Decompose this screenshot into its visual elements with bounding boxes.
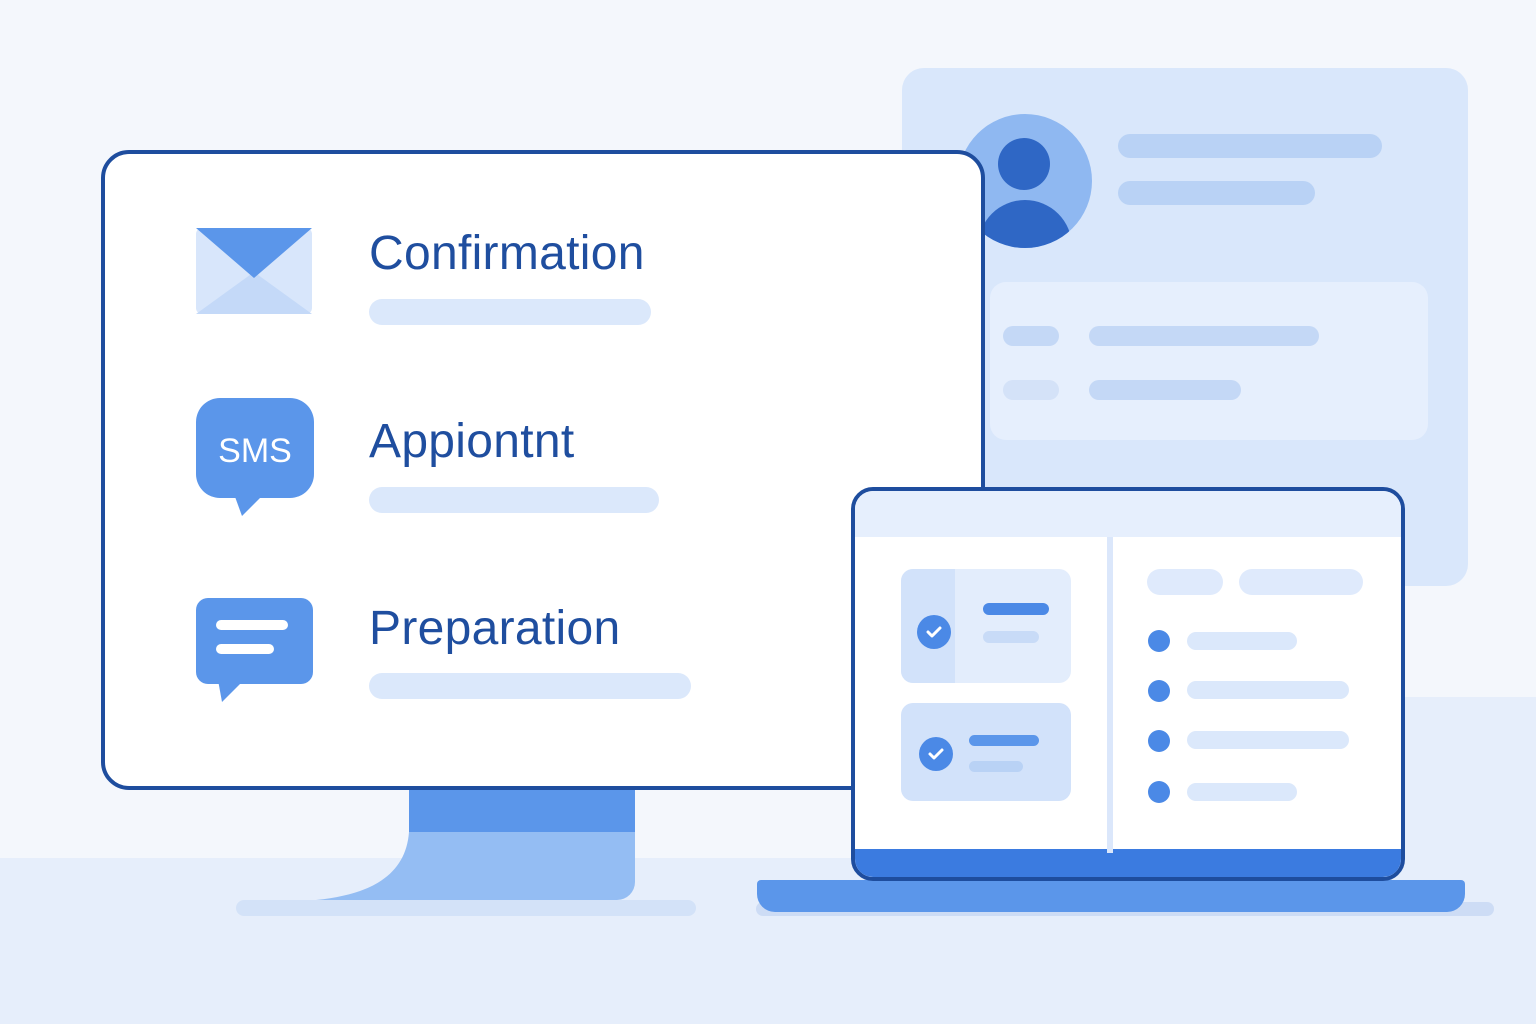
info-value-placeholder — [1089, 326, 1319, 346]
task-title-placeholder — [969, 735, 1039, 746]
user-avatar-icon — [958, 114, 1092, 248]
laptop-screen — [851, 487, 1405, 881]
message-bubble-icon — [196, 598, 313, 702]
envelope-icon — [196, 228, 312, 314]
filter-chip-placeholder — [1239, 569, 1363, 595]
laptop-header-bar — [855, 491, 1401, 537]
profile-detail-placeholder — [1118, 181, 1315, 205]
list-item-placeholder — [1187, 783, 1297, 801]
row-placeholder-bar — [369, 299, 651, 325]
task-sub-placeholder — [969, 761, 1023, 772]
laptop-divider — [1107, 537, 1113, 853]
sms-bubble-icon: SMS — [196, 398, 314, 516]
task-title-placeholder — [983, 603, 1049, 615]
profile-name-placeholder — [1118, 134, 1382, 158]
row-title-preparation: Preparation — [369, 602, 621, 655]
sms-icon-text: SMS — [218, 432, 292, 470]
row-title-appointment: Appiontnt — [369, 415, 575, 468]
list-bullet — [1148, 630, 1170, 652]
list-bullet — [1148, 680, 1170, 702]
list-item-placeholder — [1187, 731, 1349, 749]
list-item-placeholder — [1187, 632, 1297, 650]
filter-chip-placeholder — [1147, 569, 1223, 595]
check-circle-icon — [919, 737, 953, 771]
task-card — [901, 703, 1071, 801]
laptop-bezel — [855, 849, 1401, 877]
list-bullet — [1148, 730, 1170, 752]
info-value-placeholder — [1089, 380, 1241, 400]
info-label-placeholder — [1003, 380, 1059, 400]
avatar-head — [998, 138, 1050, 190]
row-placeholder-bar — [369, 487, 659, 513]
laptop-base — [757, 880, 1465, 912]
wall-band — [1400, 697, 1536, 858]
task-card — [901, 569, 1071, 683]
profile-info-panel — [990, 282, 1428, 440]
monitor-stand-shadow — [236, 900, 696, 916]
row-placeholder-bar — [369, 673, 691, 699]
avatar-body — [978, 200, 1072, 248]
list-item-placeholder — [1187, 681, 1349, 699]
task-sub-placeholder — [983, 631, 1039, 643]
monitor-neck — [409, 790, 635, 832]
check-circle-icon — [917, 615, 951, 649]
info-label-placeholder — [1003, 326, 1059, 346]
list-bullet — [1148, 781, 1170, 803]
row-title-confirmation: Confirmation — [369, 227, 645, 280]
